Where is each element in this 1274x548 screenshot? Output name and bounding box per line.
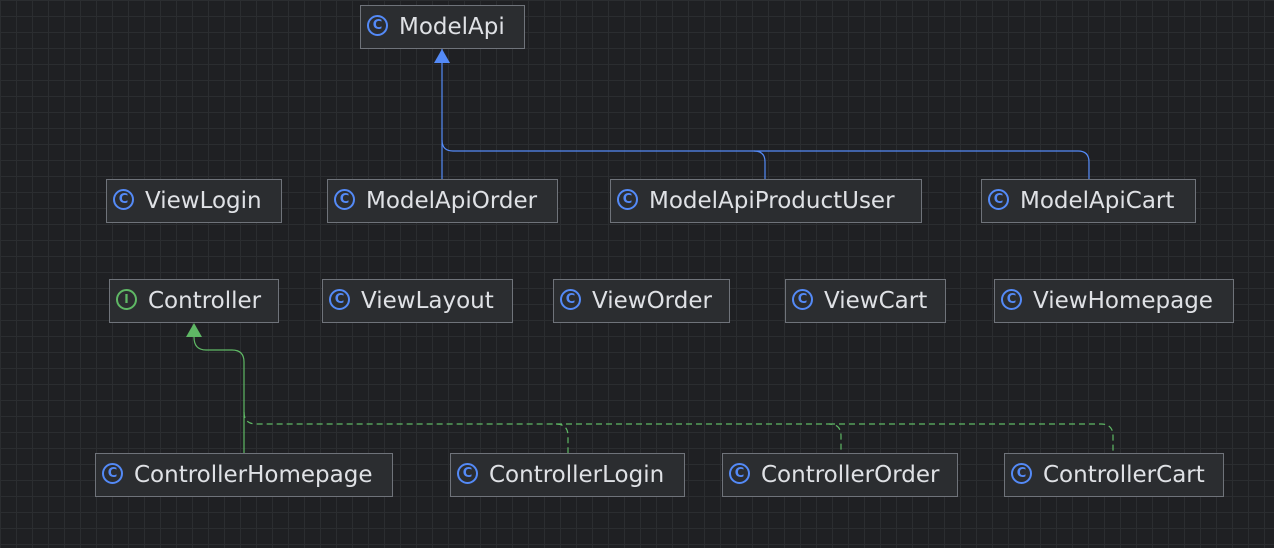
class-icon: C: [329, 289, 350, 310]
node-label: Controller: [148, 288, 262, 314]
node-label: ControllerCart: [1043, 462, 1205, 488]
class-node-controllercart[interactable]: C ControllerCart: [1004, 453, 1224, 497]
interface-node-controller[interactable]: I Controller: [109, 279, 279, 323]
class-icon: C: [560, 289, 581, 310]
node-label: ViewLayout: [361, 288, 494, 314]
class-node-modelapiproductuser[interactable]: C ModelApiProductUser: [610, 179, 922, 223]
class-node-controllerhomepage[interactable]: C ControllerHomepage: [95, 453, 393, 497]
class-icon: C: [113, 189, 134, 210]
node-label: ModelApi: [399, 14, 505, 40]
class-node-controllerorder[interactable]: C ControllerOrder: [722, 453, 958, 497]
inheritance-arrowhead: [434, 49, 450, 63]
realization-edge-controllerhomepage: [193, 336, 245, 453]
class-icon: C: [988, 189, 1009, 210]
realization-edge-controllerorder: [556, 423, 842, 453]
realization-edge-controllerlogin: [243, 411, 569, 453]
class-node-vieworder[interactable]: C ViewOrder: [553, 279, 730, 323]
node-label: ViewLogin: [145, 188, 262, 214]
class-icon: C: [617, 189, 638, 210]
interface-icon: I: [116, 289, 137, 310]
inheritance-edge-modelapiproductuser: [753, 150, 766, 179]
node-label: ModelApiOrder: [366, 188, 538, 214]
class-node-controllerlogin[interactable]: C ControllerLogin: [450, 453, 685, 497]
realization-arrowhead: [186, 323, 202, 337]
class-icon: C: [457, 463, 478, 484]
class-node-viewlayout[interactable]: C ViewLayout: [322, 279, 513, 323]
node-label: ViewHomepage: [1033, 288, 1213, 314]
node-label: ModelApiCart: [1020, 188, 1175, 214]
class-node-viewlogin[interactable]: C ViewLogin: [106, 179, 282, 223]
node-label: ModelApiProductUser: [649, 188, 895, 214]
class-icon: C: [1001, 289, 1022, 310]
inheritance-edge-modelapicart: [441, 139, 1090, 179]
class-icon: C: [1011, 463, 1032, 484]
class-icon: C: [334, 189, 355, 210]
node-label: ViewOrder: [592, 288, 712, 314]
class-icon: C: [729, 463, 750, 484]
class-node-viewhomepage[interactable]: C ViewHomepage: [994, 279, 1234, 323]
class-node-modelapicart[interactable]: C ModelApiCart: [981, 179, 1196, 223]
realization-edge-controllercart: [829, 423, 1114, 453]
class-node-viewcart[interactable]: C ViewCart: [785, 279, 946, 323]
node-label: ViewCart: [824, 288, 928, 314]
node-label: ControllerLogin: [489, 462, 665, 488]
class-icon: C: [367, 15, 388, 36]
class-icon: C: [792, 289, 813, 310]
node-label: ControllerHomepage: [134, 462, 373, 488]
class-icon: C: [102, 463, 123, 484]
node-label: ControllerOrder: [761, 462, 940, 488]
class-node-modelapiorder[interactable]: C ModelApiOrder: [327, 179, 558, 223]
class-node-modelapi[interactable]: C ModelApi: [360, 5, 525, 49]
